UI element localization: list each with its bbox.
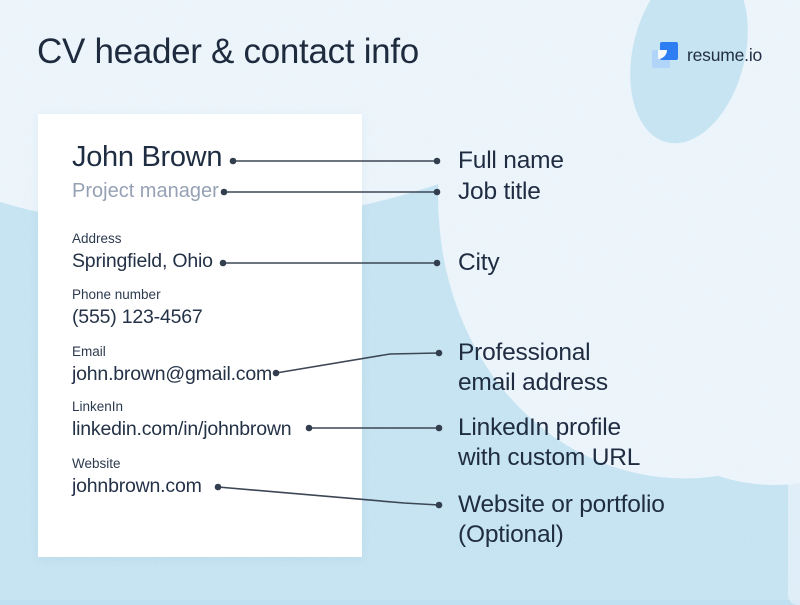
cv-field-label: Address xyxy=(72,231,122,246)
cv-field-label: Email xyxy=(72,344,106,359)
cv-field-label: Phone number xyxy=(72,287,161,302)
background-light-strip-right-edge xyxy=(788,430,800,605)
annotation-linkedin: LinkedIn profile with custom URL xyxy=(458,414,641,471)
resume-io-logo-icon xyxy=(652,42,678,68)
cv-field-website: Website johnbrown.com xyxy=(72,456,202,498)
cv-card: John Brown Project manager Address Sprin… xyxy=(38,114,362,557)
cv-field-linkedin: LinkenIn linkedin.com/in/johnbrown xyxy=(72,399,292,441)
page-title: CV header & contact info xyxy=(37,32,419,71)
cv-field-value: linkedin.com/in/johnbrown xyxy=(72,418,292,440)
cv-field-value: (555) 123-4567 xyxy=(72,306,203,328)
annotation-city: City xyxy=(458,249,500,276)
brand-name: resume.io xyxy=(687,44,763,65)
brand-logo: resume.io xyxy=(652,42,762,68)
annotation-website: Website or portfolio (Optional) xyxy=(458,491,665,548)
cv-field-label: Website xyxy=(72,456,121,471)
cv-full-name: John Brown xyxy=(72,141,223,173)
annotation-email: Professional email address xyxy=(458,339,608,396)
cv-field-value: johnbrown.com xyxy=(72,475,202,497)
cv-field-email: Email john.brown@gmail.com xyxy=(72,344,272,386)
annotation-job-title: Job title xyxy=(458,178,541,205)
logo-notch xyxy=(658,50,667,59)
cv-job-title: Project manager xyxy=(72,180,219,202)
cv-field-value: john.brown@gmail.com xyxy=(72,363,273,385)
cv-field-address: Address Springfield, Ohio xyxy=(72,231,213,273)
cv-field-value: Springfield, Ohio xyxy=(72,250,213,272)
cv-field-phone: Phone number (555) 123-4567 xyxy=(72,287,203,329)
cv-field-label: LinkenIn xyxy=(72,399,124,414)
annotation-full-name: Full name xyxy=(458,147,564,174)
